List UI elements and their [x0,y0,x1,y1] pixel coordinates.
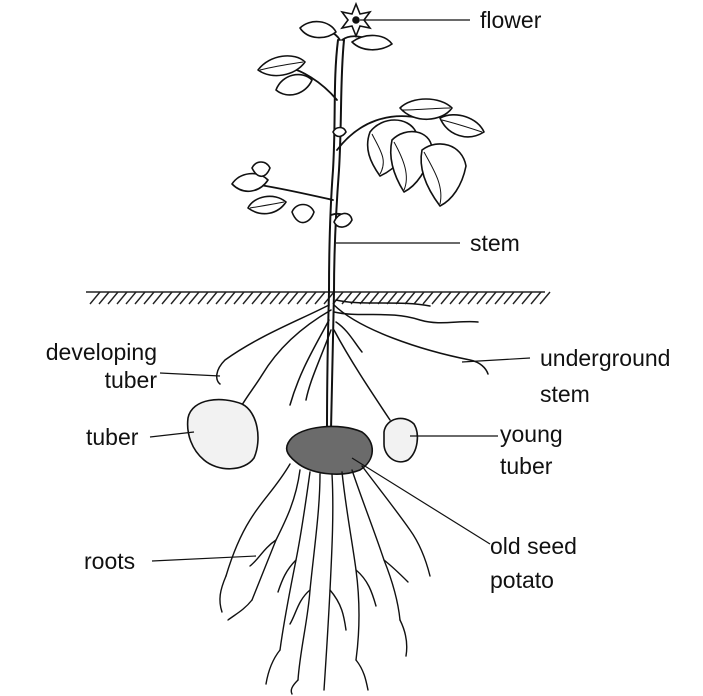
label-underground-stem-line2: stem [540,380,590,408]
soil-hatch-mark [387,292,397,304]
soil-hatch-mark [180,292,190,304]
soil-hatch-mark [90,292,100,304]
label-tuber: tuber [86,423,138,451]
soil-hatch-mark [135,292,145,304]
soil-hatch-mark [171,292,181,304]
soil-hatch-mark [153,292,163,304]
leader-tuber [150,432,194,437]
soil-hatch-mark [306,292,316,304]
soil-hatch-mark [225,292,235,304]
label-underground-stem-line1: underground [540,344,670,372]
leader-roots [152,556,256,561]
soil-hatch-mark [459,292,469,304]
label-young-tuber-line2: tuber [500,452,552,480]
leaves [232,22,484,227]
old-seed-potato [287,426,373,474]
soil-hatch-mark [405,292,415,304]
soil-hatch-mark [513,292,523,304]
soil-hatch-mark [315,292,325,304]
label-roots: roots [84,547,135,575]
soil-hatch-mark [279,292,289,304]
young-tuber [384,418,417,461]
soil-hatch-mark [207,292,217,304]
soil-hatch-mark [378,292,388,304]
soil-hatch-mark [117,292,127,304]
leader-developing-tuber [160,373,220,376]
soil-hatch-mark [504,292,514,304]
soil-hatch-mark [423,292,433,304]
soil-hatch-mark [522,292,532,304]
label-old-seed-potato-line2: potato [490,566,554,594]
soil-hatch-mark [486,292,496,304]
tubers [188,400,418,475]
soil-hatch-mark [414,292,424,304]
soil-hatch-mark [234,292,244,304]
soil-hatch-mark [108,292,118,304]
leader-old-seed-potato [352,458,490,544]
soil-hatch-mark [540,292,550,304]
soil-hatch-mark [270,292,280,304]
soil-hatch-mark [243,292,253,304]
label-young-tuber-line1: young [500,420,563,448]
tuber-left [188,400,258,469]
leader-lines [150,20,530,561]
soil-hatch-mark [99,292,109,304]
soil-hatch-mark [468,292,478,304]
soil-hatch-mark [441,292,451,304]
soil-hatch-mark [198,292,208,304]
soil-hatch-mark [297,292,307,304]
soil-hatch-mark [261,292,271,304]
label-developing-tuber-line2: tuber [9,366,157,394]
soil-hatch-mark [162,292,172,304]
soil-hatch-mark [531,292,541,304]
soil-hatch-mark [477,292,487,304]
soil-hatch-mark [126,292,136,304]
roots [220,464,430,694]
label-old-seed-potato-line1: old seed [490,532,577,560]
soil-hatch-mark [396,292,406,304]
label-developing-tuber-line1: developing [9,338,157,366]
soil-hatch-mark [495,292,505,304]
label-stem: stem [470,229,520,257]
soil-surface [86,292,550,304]
soil-hatch-mark [432,292,442,304]
soil-hatch-mark [450,292,460,304]
soil-hatch-mark [288,292,298,304]
underground-stems [217,300,488,420]
soil-hatch-mark [144,292,154,304]
soil-hatch-mark [216,292,226,304]
soil-hatch-mark [252,292,262,304]
label-flower: flower [480,6,541,34]
soil-hatch-mark [189,292,199,304]
